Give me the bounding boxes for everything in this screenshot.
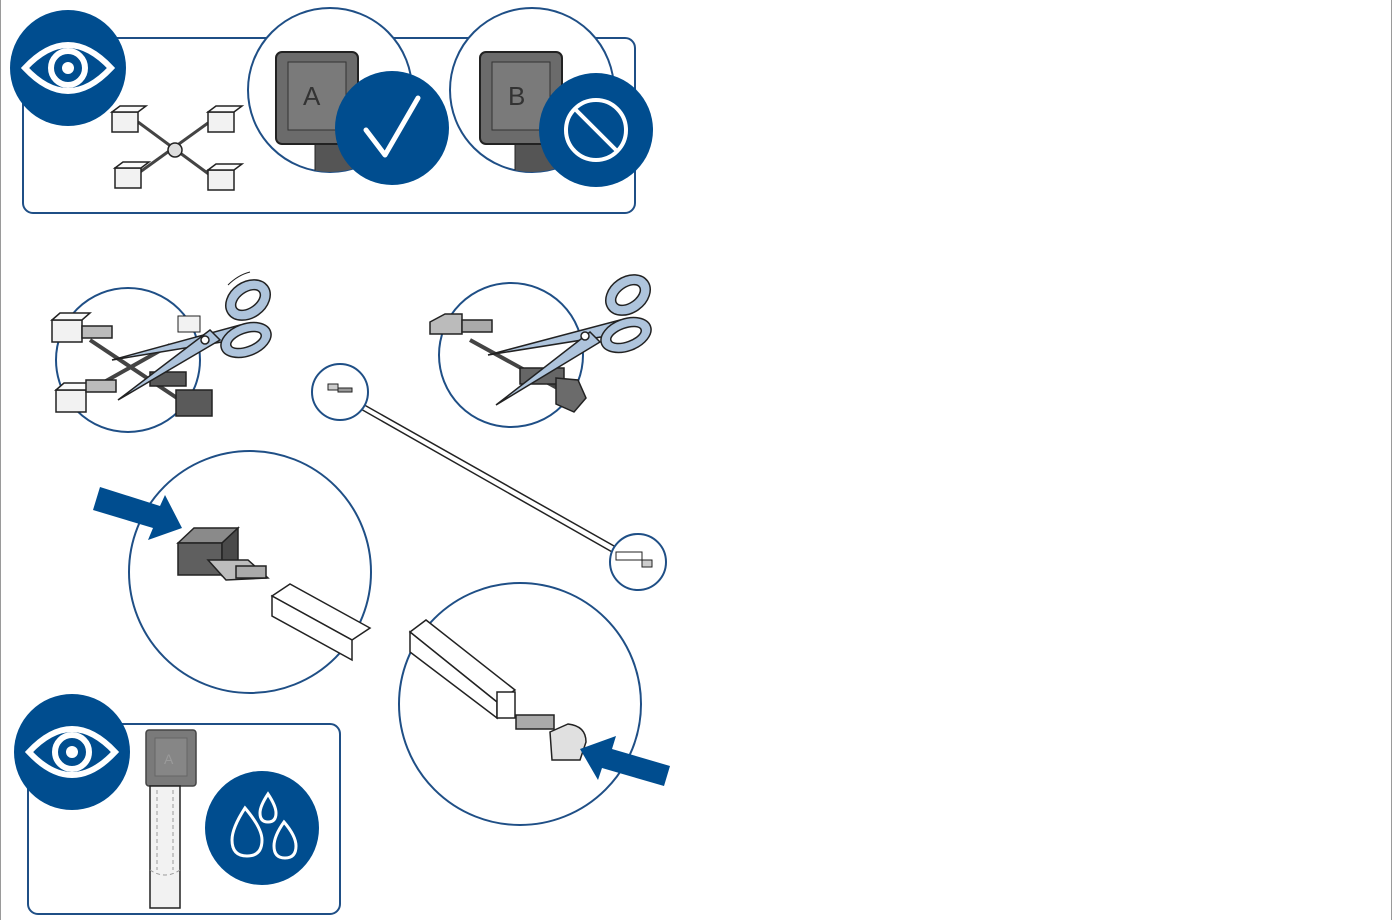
step1-panel: A B [10, 8, 653, 213]
tag-a-letter: A [164, 751, 174, 767]
eye-icon [10, 10, 126, 126]
step2-cut-right [430, 266, 658, 427]
prohibited-icon [539, 73, 653, 187]
step3-insert-cap [399, 583, 670, 825]
step3-insert-plug [93, 451, 371, 693]
tag-b-letter: B [508, 81, 525, 111]
tag-a-letter: A [303, 81, 321, 111]
step2-cut-left [52, 271, 278, 432]
step4-panel: A [14, 694, 340, 914]
eye-icon [14, 694, 130, 810]
check-icon [335, 71, 449, 185]
water-drops-icon [205, 771, 319, 885]
